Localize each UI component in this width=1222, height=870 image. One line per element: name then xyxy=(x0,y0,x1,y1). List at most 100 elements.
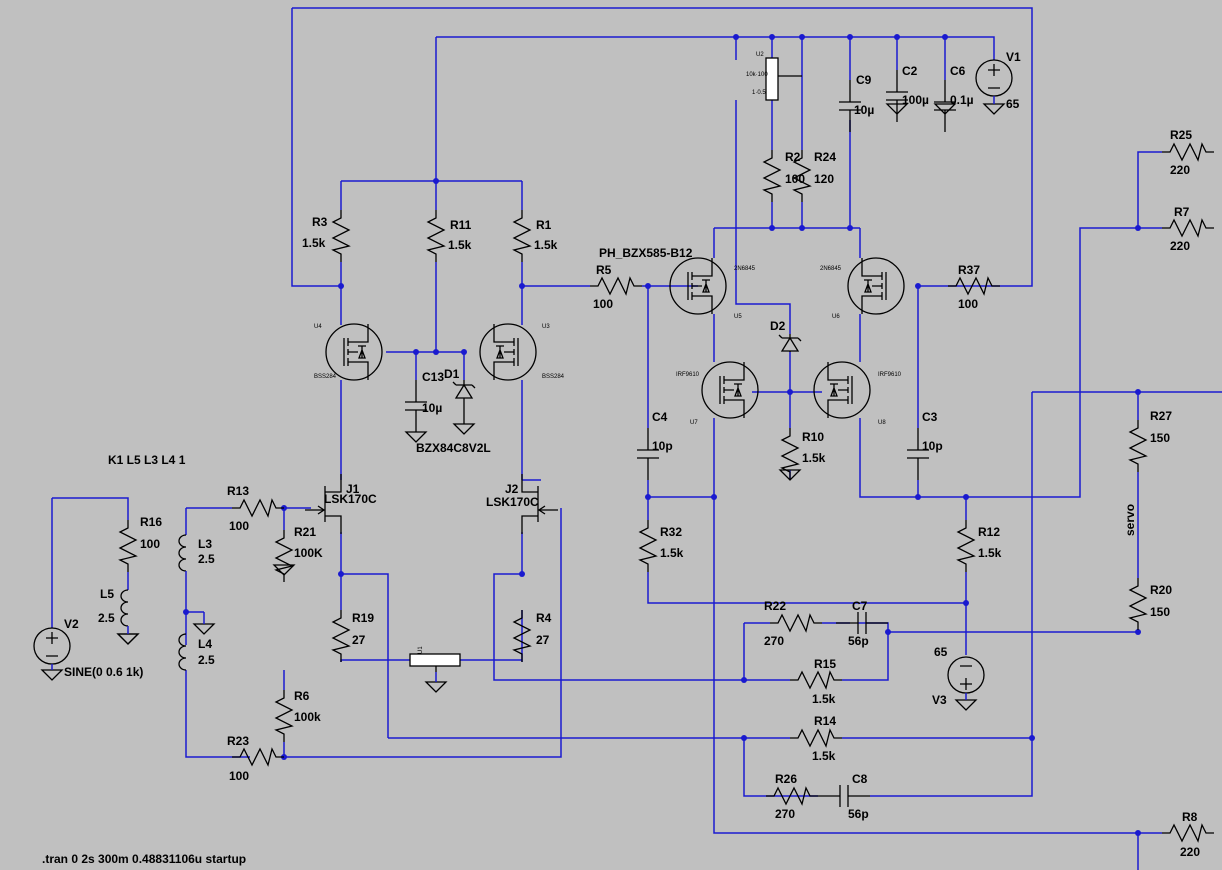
resistor-r6[interactable] xyxy=(275,689,293,743)
spice-directive-tran[interactable]: .tran 0 2s 300m 0.48831106u startup xyxy=(42,852,246,866)
label-r19: R19 xyxy=(352,611,374,625)
inductor-l4[interactable] xyxy=(178,633,187,671)
value-c2: 100µ xyxy=(902,93,929,107)
capacitor-c8[interactable] xyxy=(817,784,871,808)
resistor-r25[interactable] xyxy=(1161,143,1215,161)
value-r26: 270 xyxy=(775,807,795,821)
value-c9: 10µ xyxy=(854,103,874,117)
value-r4: 27 xyxy=(536,633,550,647)
value-r13: 100 xyxy=(229,519,249,533)
svg-text:U8: U8 xyxy=(878,420,886,426)
value-r8: 220 xyxy=(1180,845,1200,859)
label-r1: R1 xyxy=(536,218,552,232)
label-r32: R32 xyxy=(660,525,682,539)
svg-text:U5: U5 xyxy=(734,314,742,320)
value-r10: 1.5k xyxy=(802,451,826,465)
value-r23: 100 xyxy=(229,769,249,783)
resistor-r10[interactable] xyxy=(781,427,799,481)
resistor-r13[interactable] xyxy=(231,499,285,517)
label-c6: C6 xyxy=(950,64,966,78)
voltage-source-v2[interactable] xyxy=(33,627,71,670)
svg-text:10k·100: 10k·100 xyxy=(746,72,768,78)
resistor-r5[interactable] xyxy=(589,277,643,295)
resistor-r15[interactable] xyxy=(789,671,843,689)
mosfet-u8[interactable] xyxy=(813,361,871,419)
value-l5: 2.5 xyxy=(98,611,115,625)
value-c3: 10p xyxy=(922,439,943,453)
label-l3: L3 xyxy=(198,537,212,551)
svg-text:1·0.5: 1·0.5 xyxy=(752,90,766,96)
resistor-r22[interactable] xyxy=(769,614,823,632)
value-c13: 10µ xyxy=(422,401,442,415)
label-v3: V3 xyxy=(932,693,947,707)
label-r26: R26 xyxy=(775,772,797,786)
value-r14: 1.5k xyxy=(812,749,836,763)
value-r20: 150 xyxy=(1150,605,1170,619)
resistor-r20[interactable] xyxy=(1129,577,1147,631)
inductor-l5[interactable] xyxy=(120,589,129,634)
label-r3: R3 xyxy=(312,215,328,229)
value-c6: 0.1µ xyxy=(950,93,974,107)
value-c7: 56p xyxy=(848,634,869,648)
svg-text:IRF9610: IRF9610 xyxy=(878,372,902,378)
label-c9: C9 xyxy=(856,73,872,87)
resistor-r14[interactable] xyxy=(789,729,843,747)
mosfet-u4[interactable] xyxy=(325,323,383,381)
resistor-r3[interactable] xyxy=(332,209,350,263)
svg-text:2N6845: 2N6845 xyxy=(734,266,756,272)
label-r2: R2 xyxy=(785,150,801,164)
potentiometer-u1[interactable] xyxy=(409,653,461,672)
label-r25: R25 xyxy=(1170,128,1192,142)
label-c8: C8 xyxy=(852,772,868,786)
value-r7: 220 xyxy=(1170,239,1190,253)
voltage-source-v1[interactable] xyxy=(975,59,1013,104)
label-v1: V1 xyxy=(1006,50,1021,64)
resistor-r7[interactable] xyxy=(1161,219,1215,237)
label-r24: R24 xyxy=(814,150,836,164)
zener-d2[interactable] xyxy=(778,334,802,352)
value-c4: 10p xyxy=(652,439,673,453)
resistor-r1[interactable] xyxy=(513,209,531,263)
potentiometer-u2[interactable] xyxy=(765,57,802,101)
inductor-l3[interactable] xyxy=(178,534,187,590)
value-r2: 100 xyxy=(785,172,805,186)
capacitor-c4[interactable] xyxy=(636,427,660,481)
mosfet-u7[interactable] xyxy=(701,361,759,419)
resistor-r8[interactable] xyxy=(1161,824,1215,842)
value-v1: 65 xyxy=(1006,97,1020,111)
value-r21: 100K xyxy=(294,546,323,560)
resistor-r19[interactable] xyxy=(332,609,350,663)
resistor-r27[interactable] xyxy=(1129,419,1147,473)
svg-text:U2: U2 xyxy=(756,52,764,58)
resistor-r11[interactable] xyxy=(427,209,445,263)
svg-text:U6: U6 xyxy=(832,314,840,320)
resistor-r16[interactable] xyxy=(119,519,137,573)
svg-text:U1: U1 xyxy=(418,646,424,654)
zener-d1[interactable] xyxy=(452,380,476,424)
capacitor-c3[interactable] xyxy=(906,427,930,481)
resistor-r12[interactable] xyxy=(957,519,975,573)
label-d2: D2 xyxy=(770,319,786,333)
label-servo: servo xyxy=(1123,504,1137,536)
label-r15: R15 xyxy=(814,657,836,671)
label-k1-coupling: K1 L5 L3 L4 1 xyxy=(108,453,186,467)
svg-text:U4: U4 xyxy=(314,324,322,330)
label-l4: L4 xyxy=(198,637,212,651)
svg-text:2N6845: 2N6845 xyxy=(820,266,842,272)
value-r15: 1.5k xyxy=(812,692,836,706)
part-d1: BZX84C8V2L xyxy=(416,441,491,455)
value-r12: 1.5k xyxy=(978,546,1002,560)
label-d1: D1 xyxy=(444,367,460,381)
mosfet-u3[interactable] xyxy=(479,323,537,381)
resistor-r23[interactable] xyxy=(231,748,285,766)
resistor-r32[interactable] xyxy=(639,519,657,573)
label-c3: C3 xyxy=(922,410,938,424)
voltage-source-v3[interactable] xyxy=(947,656,985,700)
mosfet-u6[interactable] xyxy=(847,257,905,315)
value-r24: 120 xyxy=(814,172,834,186)
label-r11: R11 xyxy=(450,218,472,232)
resistor-r2[interactable] xyxy=(763,149,781,203)
label-r23: R23 xyxy=(227,734,249,748)
